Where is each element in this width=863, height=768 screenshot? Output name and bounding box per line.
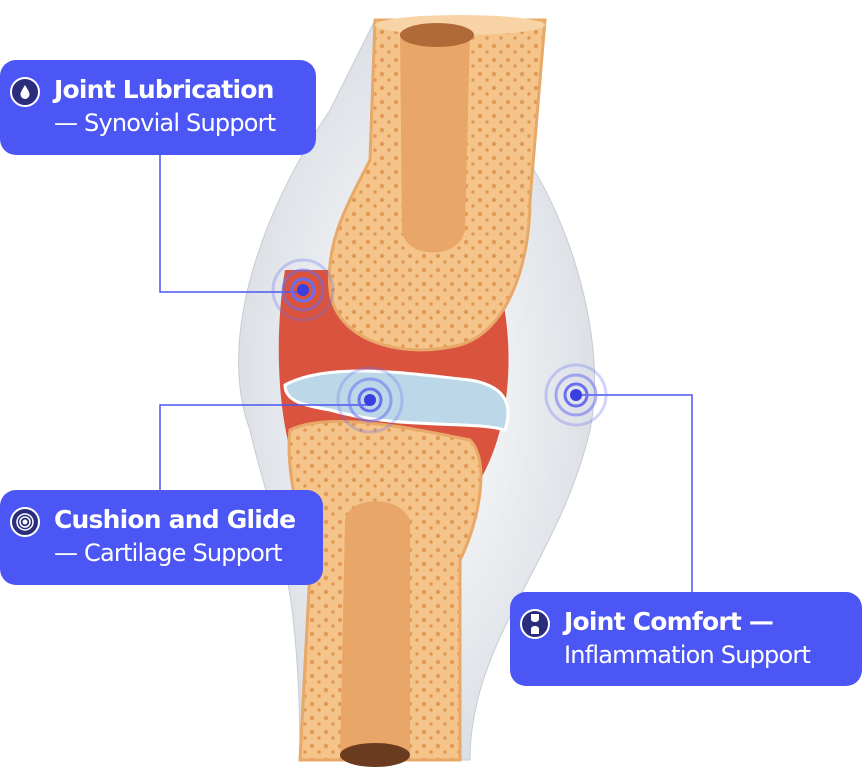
femur-canal [400,30,470,253]
callout-cushion-and-glide: Cushion and Glide — Cartilage Support [0,490,323,585]
articular-cartilage [283,369,510,432]
callout-joint-comfort: Joint Comfort — Inflammation Support [510,592,862,686]
target-rings-icon [10,507,40,537]
pulse-marker-lubrication [271,258,335,322]
callout-title: Cushion and Glide [54,505,296,534]
connector-line-lubrication [159,155,300,293]
joint-bone-icon [520,609,550,639]
pulse-marker-comfort [544,363,608,427]
callout-subtitle: — Cartilage Support [54,539,283,567]
droplet-icon [10,77,40,107]
pulse-marker-cushion [336,366,404,434]
callout-joint-lubrication: Joint Lubrication — Synovial Support [0,60,316,155]
callout-subtitle: — Synovial Support [54,109,276,137]
callout-title: Joint Comfort — [564,607,774,636]
connector-line-comfort [577,394,693,592]
tibia-canal [340,501,410,760]
connector-line-cushion [159,404,370,490]
callout-title: Joint Lubrication [54,75,274,104]
callout-subtitle: Inflammation Support [564,641,811,669]
